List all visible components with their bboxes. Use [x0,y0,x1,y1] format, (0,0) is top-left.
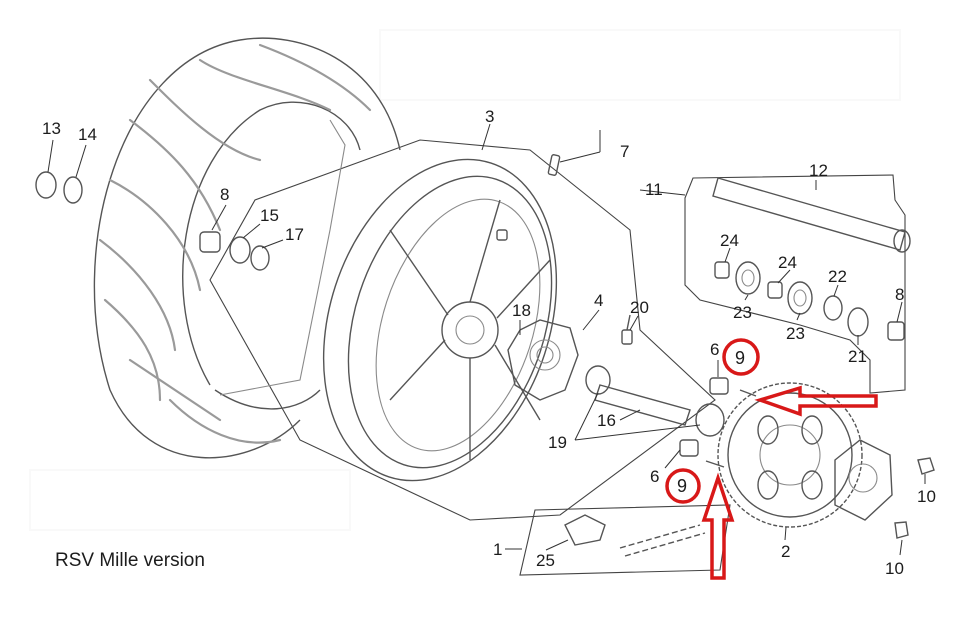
highlight-annotations [665,338,878,580]
axle [712,177,911,253]
label-17: 17 [285,225,304,244]
chain [564,514,706,557]
label-7: 7 [620,142,629,161]
label-2: 2 [781,542,790,561]
label-10-bottom: 10 [885,559,904,578]
label-9-bottom: 9 [677,476,687,496]
cush-drive-hub [507,319,579,401]
seal-items-left [35,171,270,271]
group-outlines [209,139,906,576]
label-24-right: 24 [778,253,797,272]
label-18: 18 [512,301,531,320]
label-10-top: 10 [917,487,936,506]
label-23-left: 23 [733,303,752,322]
wheel-group-outline [209,139,716,521]
rim [322,158,558,482]
label-3: 3 [485,107,494,126]
label-11: 11 [645,180,663,199]
label-8-left: 8 [220,185,229,204]
part-labels: 13 14 8 15 17 3 7 11 12 24 24 22 8 23 23… [42,107,936,578]
tire [93,37,401,459]
bearing-group-outline [684,174,906,394]
sprocket [717,382,863,528]
label-9-top: 9 [735,348,745,368]
label-8-right: 8 [895,285,904,304]
label-16: 16 [597,411,616,430]
label-6-bottom: 6 [650,467,659,486]
label-13: 13 [42,119,61,138]
arrow-up-icon [701,472,735,580]
label-15: 15 [260,206,279,225]
highlight-circle-top [722,338,760,376]
label-20: 20 [630,298,649,317]
arrow-left-icon [754,385,878,417]
label-23-right: 23 [786,324,805,343]
label-6-top: 6 [710,340,719,359]
watermark [29,29,901,531]
sprocket-carrier [834,439,893,521]
label-22: 22 [828,267,847,286]
label-4: 4 [594,291,603,310]
chain-group-outline [519,504,731,576]
label-25: 25 [536,551,555,570]
label-21: 21 [848,347,867,366]
highlight-circle-bottom [665,468,701,504]
leader-lines [47,123,926,556]
small-parts [496,154,935,539]
label-19: 19 [548,433,567,452]
label-1: 1 [493,540,502,559]
caption: RSV Mille version [55,550,205,571]
label-24-left: 24 [720,231,739,250]
label-12: 12 [809,161,828,180]
label-14: 14 [78,125,97,144]
